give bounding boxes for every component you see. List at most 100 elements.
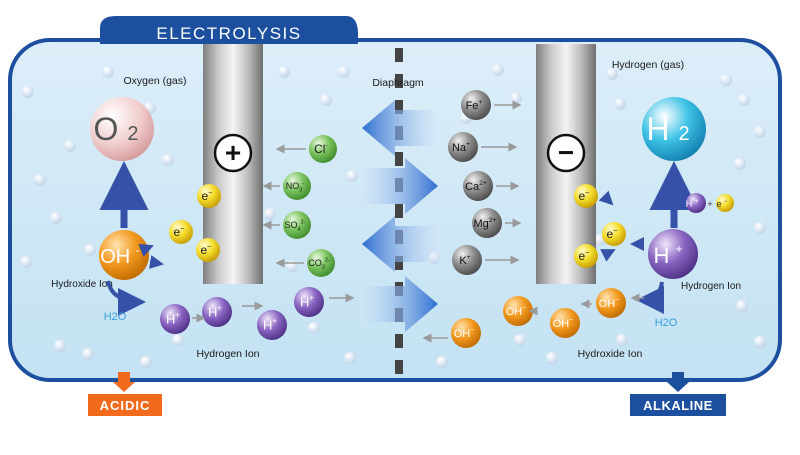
diaphragm-dash — [395, 100, 403, 114]
electron-transfer-arrow — [149, 255, 164, 269]
svg-text:NO3-: NO3- — [286, 181, 305, 194]
water-bubble — [720, 74, 732, 86]
hydroxide-to-hydrogen-arrow — [106, 280, 146, 316]
electron-3: e− — [196, 238, 220, 262]
water-bubble — [546, 352, 558, 364]
water-bubble — [82, 348, 94, 360]
electron-1: e− — [197, 184, 221, 208]
electron-6: e− — [574, 244, 598, 268]
svg-text:e −: e − — [716, 199, 728, 209]
svg-text:e−: e− — [578, 188, 589, 203]
svg-text:H+: H+ — [300, 294, 314, 310]
svg-text:H 2: H 2 — [646, 111, 689, 147]
electron-4: e− — [574, 184, 598, 208]
svg-text:H+: H+ — [166, 311, 180, 327]
svg-text:OH−: OH− — [506, 305, 527, 318]
svg-text:H+: H+ — [208, 304, 222, 320]
water-bubble — [510, 92, 522, 104]
cation-flow-arrow-2 — [360, 276, 438, 332]
electron-5: e− — [602, 222, 626, 246]
diaphragm-dash — [395, 256, 403, 270]
oxygen-gas-label: Oxygen (gas) — [123, 75, 186, 87]
hydroxide-large-label: OH — [100, 246, 130, 268]
acidic-output: ACIDIC — [88, 372, 162, 416]
water-bubble — [338, 66, 350, 78]
hydroxide-ion-right-4: OH− — [596, 288, 626, 318]
electron-2: e− — [169, 220, 193, 244]
oxygen-molecule: O 2 — [90, 97, 154, 161]
water-bubble — [264, 208, 276, 220]
diaphragm-dash — [395, 152, 403, 166]
water-bubble — [162, 154, 174, 166]
alkaline-output: ALKALINE — [630, 372, 726, 416]
reaction-h-charge: + — [695, 199, 699, 205]
cation-5: K+ — [452, 245, 482, 275]
water-bubble — [172, 334, 184, 346]
cation-3: Ca2+ — [463, 171, 493, 201]
hydroxide-ion-right-1: OH− — [451, 318, 481, 348]
svg-text:e−: e− — [200, 242, 211, 257]
svg-text:H +: H + — [686, 199, 699, 209]
svg-text:H+: H+ — [263, 317, 277, 333]
hydrogen-subscript: 2 — [678, 123, 689, 145]
water-bubble — [50, 212, 62, 224]
cathode-symbol: − — [546, 133, 586, 173]
water-bubble — [736, 300, 748, 312]
water-bubble — [346, 170, 358, 182]
right-hydroxide-caption: Hydroxide Ion — [578, 348, 643, 360]
svg-text:OH−: OH− — [599, 297, 620, 310]
water-bubble — [308, 322, 320, 334]
hydroxide-ion-right-3: OH− — [550, 308, 580, 338]
hydrogen-ion-left-3: H+ — [257, 310, 287, 340]
diagram-title: ELECTROLYSIS — [156, 24, 301, 43]
water-bubble — [754, 126, 766, 138]
diaphragm-label: Diaphragm — [372, 77, 424, 89]
svg-text:Ca2+: Ca2+ — [465, 180, 487, 193]
hydrogen-ion-left-1: H+ — [160, 304, 190, 334]
anion-3: SO42- — [283, 211, 311, 239]
hydrogen-large-charge: + — [676, 242, 683, 256]
hydroxide-ion-right-2: OH− — [503, 296, 533, 326]
water-bubble — [754, 336, 766, 348]
water-bubbles — [20, 64, 766, 368]
svg-text:K+: K+ — [459, 254, 470, 267]
anion-2: NO3- — [283, 172, 311, 200]
anion-4: CO32- — [307, 249, 335, 277]
anion-flow-arrow-2 — [362, 216, 440, 272]
svg-text:Fe+: Fe+ — [466, 99, 483, 112]
svg-text:Mg2+: Mg2+ — [473, 217, 496, 230]
water-bubble — [514, 334, 526, 346]
diaphragm-dash — [395, 48, 403, 62]
svg-text:SO42-: SO42- — [284, 220, 305, 233]
hydrogen-ion-large: H + — [648, 229, 698, 279]
left-hydrogen-caption: Hydrogen Ion — [196, 348, 259, 360]
svg-text:e−: e− — [173, 224, 184, 239]
water-bubble — [84, 244, 96, 256]
particles-layer: e−e−e−e−e−e−H+H+H+H+OH−OH−OH−OH−Cl-NO3-S… — [160, 90, 626, 348]
oxygen-subscript: 2 — [127, 123, 138, 145]
hydrogen-symbol: H — [646, 111, 669, 147]
right-water-label: H2O — [655, 317, 678, 329]
cation-4: Mg2+ — [472, 208, 502, 238]
hydroxide-large-charge: - — [136, 243, 140, 257]
oxygen-symbol: O — [94, 111, 119, 147]
anion-flow-arrow-1 — [362, 100, 440, 156]
water-bubble — [344, 352, 356, 364]
reaction-plus: + — [707, 199, 712, 209]
svg-text:e−: e− — [578, 248, 589, 263]
reaction-e-charge: − — [724, 199, 728, 205]
reaction-h-plus-e-minus: H + + e − — [686, 193, 734, 213]
diaphragm-dash — [395, 360, 403, 374]
hydrogen-large-label: H — [653, 243, 669, 268]
migration-arrows — [138, 100, 644, 343]
water-bubble — [616, 334, 628, 346]
svg-text:OH -: OH - — [100, 243, 140, 268]
acidic-label: ACIDIC — [100, 398, 151, 413]
water-bubble — [754, 222, 766, 234]
title-banner: ELECTROLYSIS — [100, 16, 358, 44]
water-bubble — [286, 260, 298, 272]
anode-sign: + — [225, 137, 241, 168]
svg-text:OH−: OH− — [553, 317, 574, 330]
water-bubble — [140, 356, 152, 368]
